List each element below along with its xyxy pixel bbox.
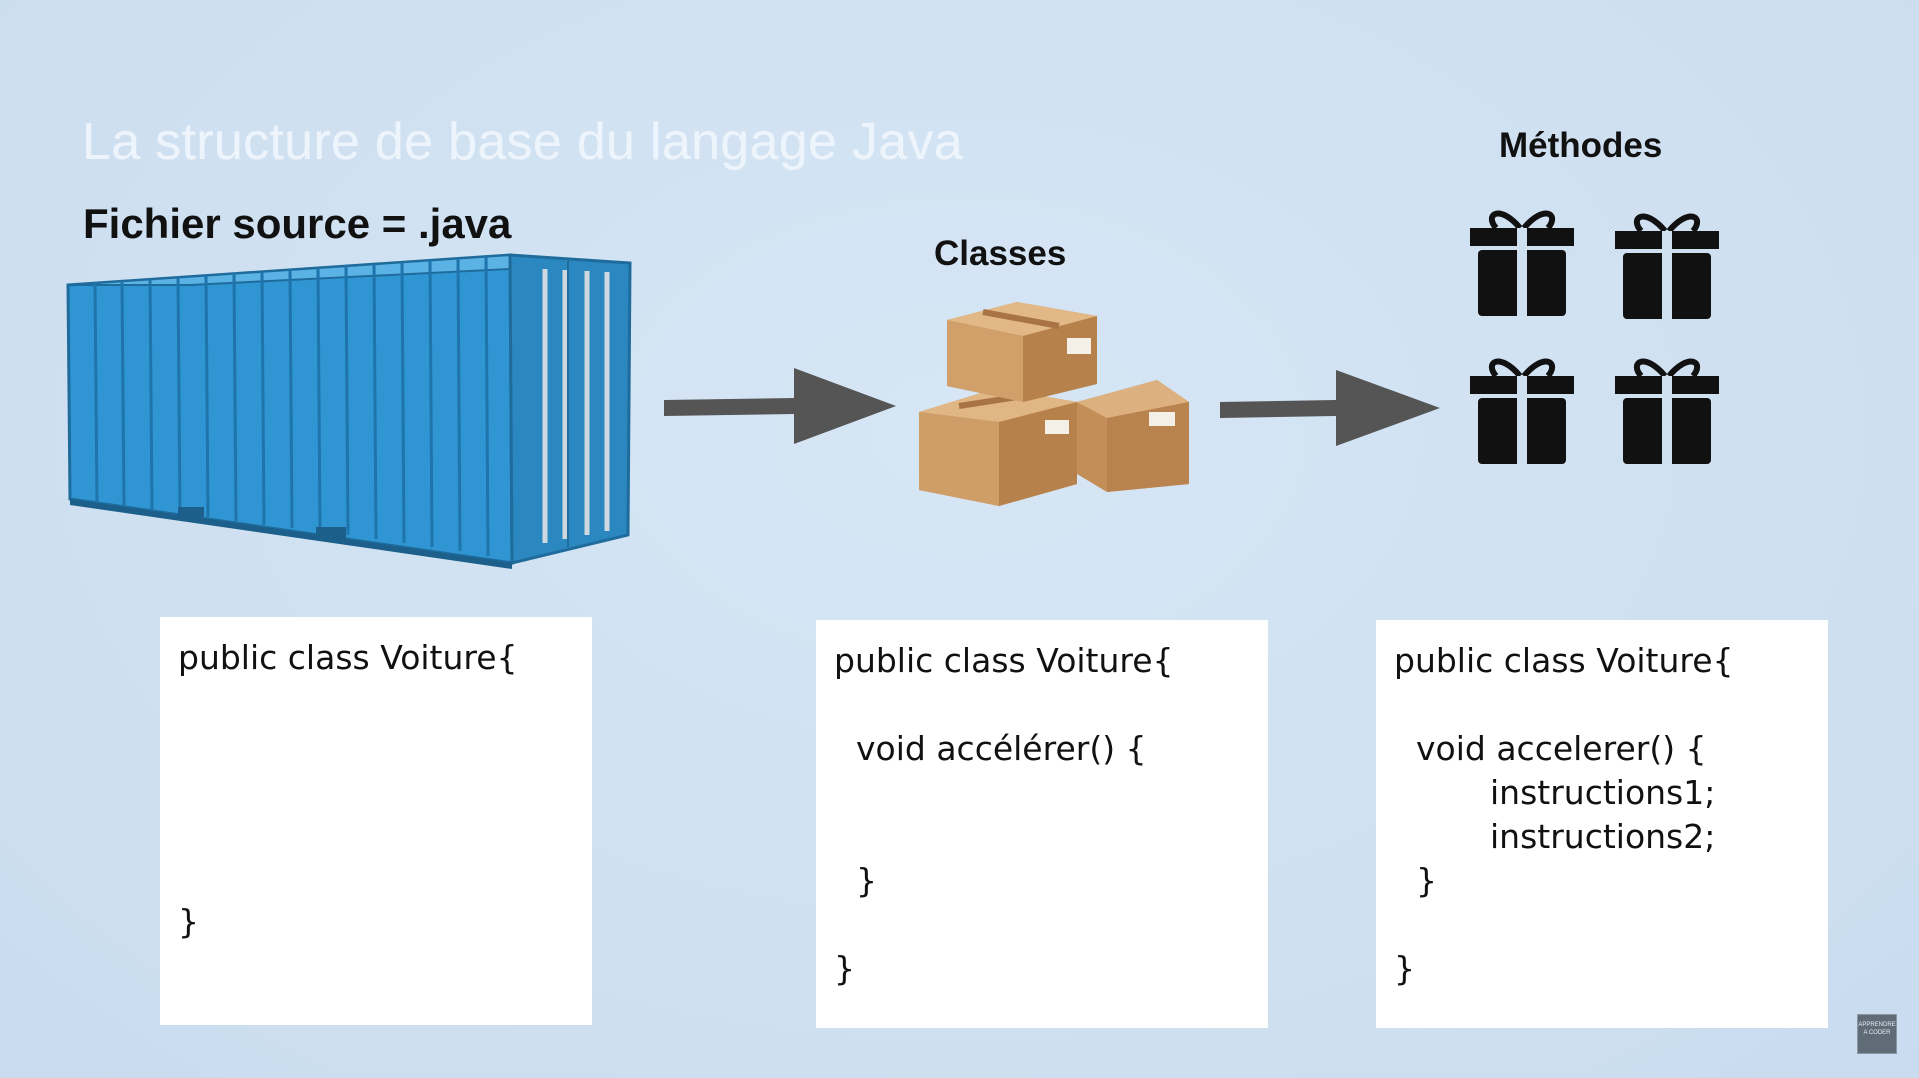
- slide-title: La structure de base du langage Java: [82, 113, 963, 171]
- code-line: }: [856, 861, 877, 900]
- classes-label: Classes: [934, 234, 1067, 273]
- code-panel-source: public class Voiture{ }: [160, 617, 592, 1025]
- code-line: public class Voiture{: [1394, 641, 1734, 680]
- code-line: }: [834, 949, 855, 988]
- code-line: }: [1394, 949, 1415, 988]
- code-line: }: [178, 902, 199, 941]
- code-line: }: [1416, 861, 1437, 900]
- code-line: void accelerer() {: [1416, 729, 1707, 768]
- code-line: instructions2;: [1490, 817, 1716, 856]
- channel-logo: APPRENDRE A CODER: [1857, 1014, 1897, 1054]
- methods-label: Méthodes: [1499, 126, 1663, 165]
- gift-icon: [1470, 204, 1574, 321]
- gift-icon: [1615, 352, 1719, 469]
- cardboard-boxes-icon: [917, 302, 1195, 511]
- code-panel-methods: public class Voiture{ void accelerer() {…: [1376, 620, 1828, 1028]
- code-panel-classes: public class Voiture{ void accélérer() {…: [816, 620, 1268, 1028]
- code-line: void accélérer() {: [856, 729, 1147, 768]
- code-line: public class Voiture{: [178, 638, 518, 677]
- code-line: instructions1;: [1490, 773, 1716, 812]
- code-line: public class Voiture{: [834, 641, 1174, 680]
- arrow-right-icon: [1220, 368, 1444, 453]
- source-file-label: Fichier source = .java: [83, 200, 512, 247]
- shipping-container-icon: [60, 245, 640, 580]
- arrow-right-icon: [664, 366, 900, 453]
- gift-icon: [1615, 207, 1719, 324]
- logo-text: APPRENDRE A CODER: [1858, 1022, 1896, 1036]
- gift-icon: [1470, 352, 1574, 469]
